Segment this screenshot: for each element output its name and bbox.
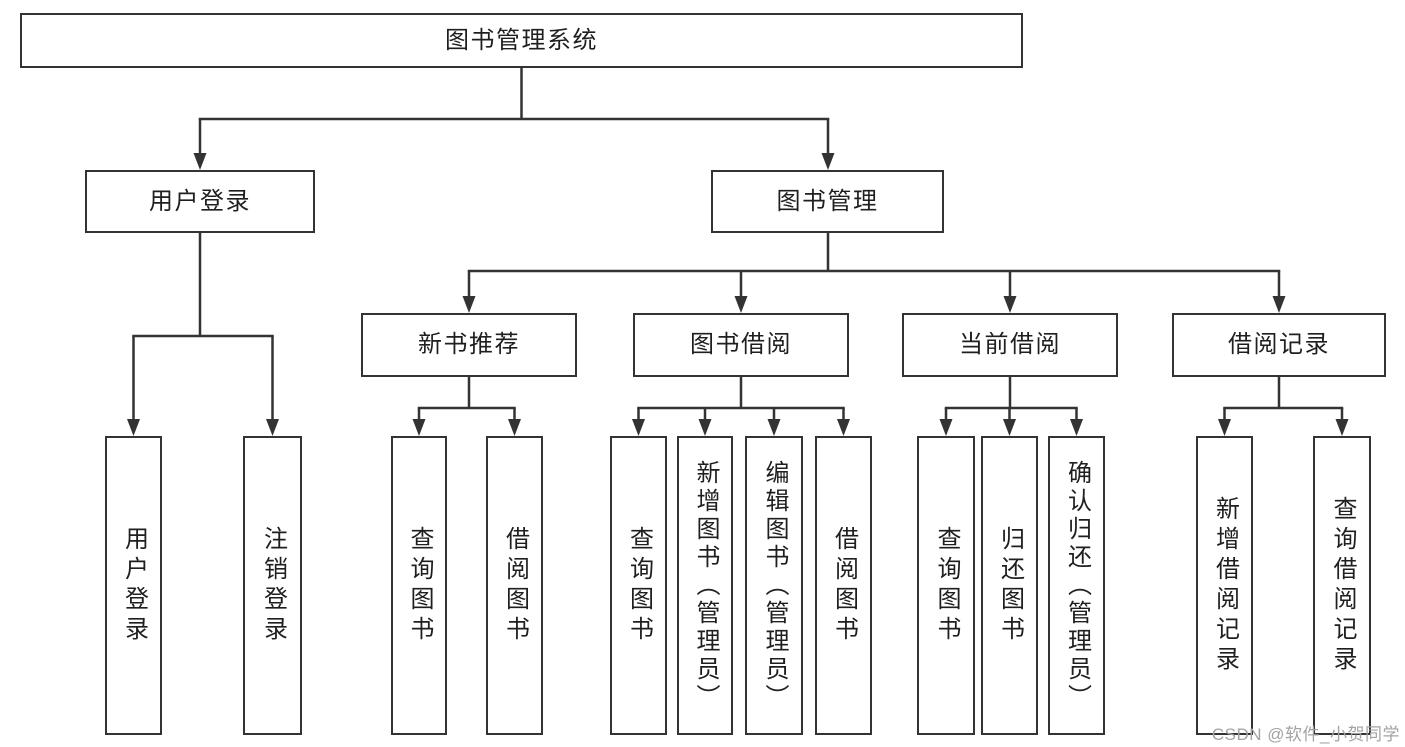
arrowhead-icon <box>508 419 521 436</box>
leaf-user-login: 用户登录 <box>105 436 162 735</box>
connector-user-login-to-leaves <box>127 233 279 436</box>
node-borrow-records: 借阅记录 <box>1172 313 1386 377</box>
leaf-add-borrow-record: 新增借阅记录 <box>1196 436 1253 735</box>
node-label: 当前借阅 <box>959 331 1061 358</box>
arrowhead-icon <box>1218 419 1231 436</box>
watermark-text: CSDN @软件_小贺同学 <box>1211 725 1400 744</box>
node-book-borrow: 图书借阅 <box>633 313 849 377</box>
arrowhead-icon <box>837 419 850 436</box>
leaf-query-book-2: 查询图书 <box>610 436 667 735</box>
arrowhead-icon <box>127 419 140 436</box>
arrowhead-icon <box>266 419 279 436</box>
leaf-logout: 注销登录 <box>243 436 302 735</box>
node-label: 归还图书 <box>996 525 1024 646</box>
node-label: 注销登录 <box>259 525 287 646</box>
node-label: 查询图书 <box>933 525 960 646</box>
node-label: 新增借阅记录 <box>1211 495 1239 676</box>
arrowhead-icon <box>1003 296 1017 313</box>
arrowhead-icon <box>462 296 476 313</box>
leaf-query-book-1: 查询图书 <box>391 436 447 735</box>
leaf-add-book-admin: 新增图书（管理员） <box>677 436 733 735</box>
arrowhead-icon <box>412 419 426 436</box>
connector-current-borrow-to-leaves <box>939 377 1083 436</box>
node-label: 图书管理 <box>776 187 879 215</box>
node-label: 借阅图书 <box>830 525 858 646</box>
leaf-query-borrow-record: 查询借阅记录 <box>1313 436 1371 735</box>
arrowhead-icon <box>1272 296 1286 313</box>
connector-book-management-to-level3 <box>462 233 1286 313</box>
leaf-confirm-return-admin: 确认归还（管理员） <box>1048 436 1105 735</box>
node-root-system: 图书管理系统 <box>20 13 1023 68</box>
leaf-return-book: 归还图书 <box>981 436 1038 735</box>
arrowhead-icon <box>734 296 748 313</box>
node-label: 新增图书（管理员） <box>692 459 719 712</box>
arrowhead-icon <box>1003 419 1016 436</box>
node-book-management: 图书管理 <box>711 170 944 233</box>
arrowhead-icon <box>767 419 781 436</box>
arrowhead-icon <box>632 419 645 436</box>
connector-root-to-level2 <box>193 68 835 170</box>
leaf-query-book-3: 查询图书 <box>917 436 975 735</box>
node-user-login: 用户登录 <box>85 170 315 233</box>
node-label: 编辑图书（管理员） <box>761 459 788 712</box>
arrowhead-icon <box>939 419 953 436</box>
connector-new-book-recommend-to-leaves <box>412 377 521 436</box>
leaf-edit-book-admin: 编辑图书（管理员） <box>745 436 803 735</box>
node-label: 查询借阅记录 <box>1329 495 1356 676</box>
leaf-borrow-book-1: 借阅图书 <box>486 436 543 735</box>
node-label: 借阅记录 <box>1228 331 1330 358</box>
node-label: 查询图书 <box>406 525 433 646</box>
connector-book-borrow-to-leaves <box>632 377 850 436</box>
leaf-borrow-book-2: 借阅图书 <box>815 436 872 735</box>
arrowhead-icon <box>1070 419 1083 436</box>
node-current-borrow: 当前借阅 <box>902 313 1118 377</box>
node-label: 查询图书 <box>625 525 653 646</box>
arrowhead-icon <box>698 419 712 436</box>
node-label: 图书管理系统 <box>445 26 598 54</box>
node-label: 确认归还（管理员） <box>1063 459 1091 712</box>
arrowhead-icon <box>193 153 207 170</box>
node-label: 借阅图书 <box>501 525 529 646</box>
node-label: 用户登录 <box>149 187 251 215</box>
node-label: 新书推荐 <box>418 331 520 358</box>
node-label: 用户登录 <box>120 525 148 646</box>
node-label: 图书借阅 <box>690 331 792 358</box>
arrowhead-icon <box>1335 419 1349 436</box>
node-new-book-recommend: 新书推荐 <box>361 313 577 377</box>
connector-borrow-records-to-leaves <box>1218 377 1349 436</box>
arrowhead-icon <box>821 153 835 170</box>
